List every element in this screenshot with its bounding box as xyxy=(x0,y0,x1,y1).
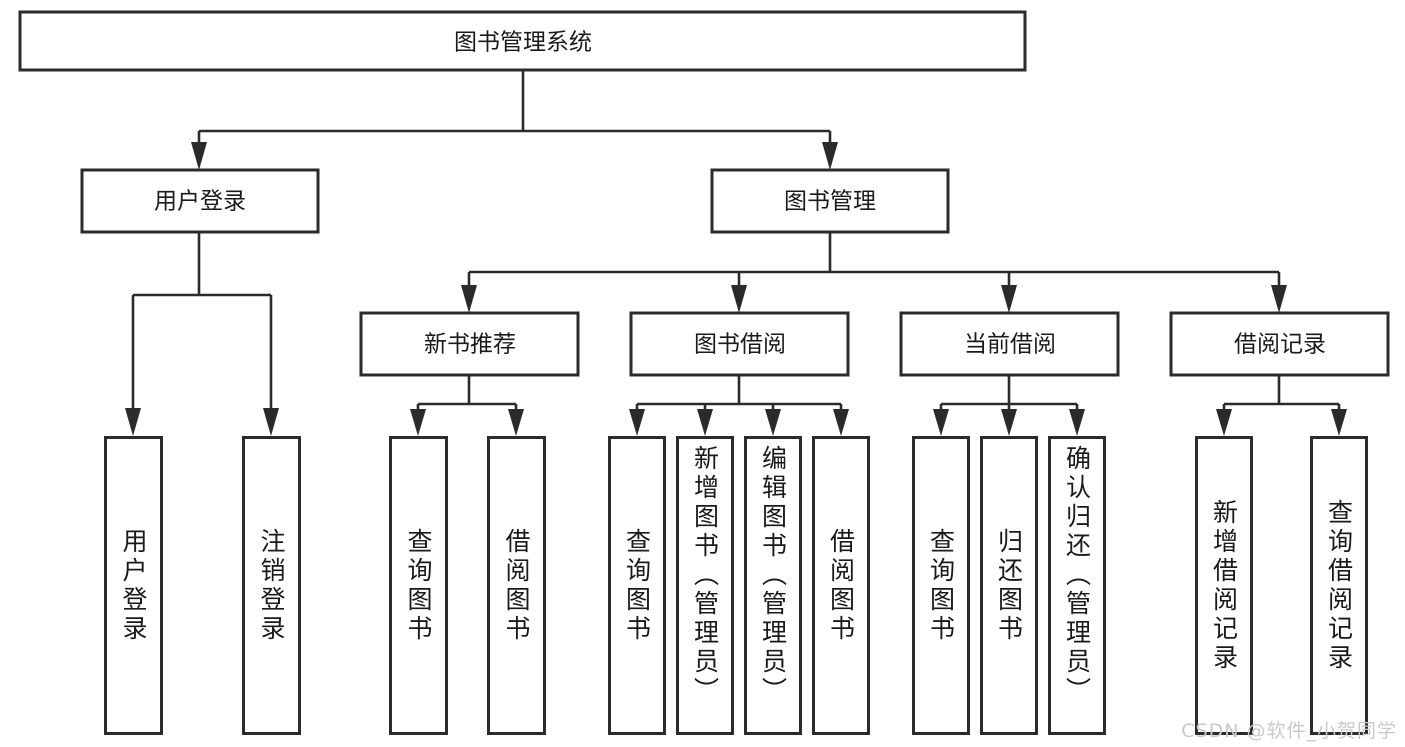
leaf-label: 查询图书 xyxy=(622,527,652,644)
node-book-borrow-label: 图书借阅 xyxy=(694,332,786,358)
edge-layer xyxy=(125,70,1347,436)
node-root-label: 图书管理系统 xyxy=(454,30,592,56)
leaf-label: 借阅图书 xyxy=(502,527,531,644)
arrow-head-icon xyxy=(191,142,207,170)
arrow-head-icon xyxy=(833,409,849,436)
arrow-head-icon xyxy=(933,409,949,436)
arrow-head-icon xyxy=(1271,285,1287,313)
node-book-management-label: 图书管理 xyxy=(784,189,876,215)
leaf-book-borrow-4[interactable]: 借阅图书 xyxy=(812,436,870,735)
arrow-head-icon xyxy=(1001,409,1017,436)
arrow-head-icon xyxy=(461,285,477,313)
arrow-head-icon xyxy=(697,409,713,436)
arrow-head-icon xyxy=(263,408,279,436)
leaf-label: 新增图书（管理员） xyxy=(690,445,720,706)
node-book-management-rect[interactable] xyxy=(710,168,950,234)
node-current-borrow[interactable]: 当前借阅 xyxy=(899,311,1120,377)
leaf-label: 查询借阅记录 xyxy=(1324,498,1354,673)
arrow-head-icon xyxy=(1001,285,1017,313)
node-user-login-rect[interactable] xyxy=(80,168,320,234)
node-user-login[interactable]: 用户登录 xyxy=(80,168,320,234)
node-root-rect[interactable] xyxy=(18,10,1027,72)
arrow-head-icon xyxy=(508,409,524,436)
arrow-head-icon xyxy=(1216,409,1232,436)
arrow-head-icon xyxy=(410,409,426,436)
arrow-head-icon xyxy=(629,409,645,436)
leaf-label: 查询图书 xyxy=(404,527,433,644)
leaf-label: 确认归还（管理员） xyxy=(1062,445,1092,706)
node-root[interactable]: 图书管理系统 xyxy=(18,10,1027,72)
node-borrow-record-label: 借阅记录 xyxy=(1234,332,1326,358)
leaf-borrow-record-2[interactable]: 查询借阅记录 xyxy=(1310,436,1368,735)
arrow-head-icon xyxy=(125,408,141,436)
leaf-label: 注销登录 xyxy=(257,527,286,644)
leaf-label: 用户登录 xyxy=(119,527,148,644)
node-book-borrow-rect[interactable] xyxy=(629,311,850,377)
arrow-head-icon xyxy=(1331,409,1347,436)
node-new-book-recommend-label: 新书推荐 xyxy=(424,332,516,358)
leaf-borrow-record-1[interactable]: 新增借阅记录 xyxy=(1195,436,1253,735)
node-current-borrow-label: 当前借阅 xyxy=(964,332,1056,358)
leaf-label: 编辑图书（管理员） xyxy=(758,445,788,706)
node-new-book-recommend[interactable]: 新书推荐 xyxy=(359,311,580,377)
node-new-book-recommend-rect[interactable] xyxy=(359,311,580,377)
node-book-borrow[interactable]: 图书借阅 xyxy=(629,311,850,377)
node-borrow-record-rect[interactable] xyxy=(1169,311,1390,377)
leaf-book-borrow-2[interactable]: 新增图书（管理员） xyxy=(676,436,734,735)
leaf-current-borrow-1[interactable]: 查询图书 xyxy=(912,436,970,735)
arrow-head-icon xyxy=(731,285,747,313)
node-borrow-record[interactable]: 借阅记录 xyxy=(1169,311,1390,377)
leaf-book-borrow-1[interactable]: 查询图书 xyxy=(608,436,666,735)
arrow-head-icon xyxy=(1069,409,1085,436)
node-current-borrow-rect[interactable] xyxy=(899,311,1120,377)
node-user-login-label: 用户登录 xyxy=(154,189,246,215)
leaf-label: 查询图书 xyxy=(926,527,956,644)
leaf-current-borrow-3[interactable]: 确认归还（管理员） xyxy=(1048,436,1106,735)
arrow-head-icon xyxy=(765,409,781,436)
leaf-book-borrow-3[interactable]: 编辑图书（管理员） xyxy=(744,436,802,735)
leaf-label: 新增借阅记录 xyxy=(1209,498,1239,673)
leaf-user-login-2[interactable]: 注销登录 xyxy=(242,436,301,735)
leaf-label: 借阅图书 xyxy=(826,527,856,644)
arrow-head-icon xyxy=(822,142,838,170)
node-book-management[interactable]: 图书管理 xyxy=(710,168,950,234)
leaf-new-book-1[interactable]: 查询图书 xyxy=(389,436,448,735)
leaf-user-login-1[interactable]: 用户登录 xyxy=(104,436,163,735)
leaf-current-borrow-2[interactable]: 归还图书 xyxy=(980,436,1038,735)
leaf-label: 归还图书 xyxy=(994,527,1024,644)
leaf-new-book-2[interactable]: 借阅图书 xyxy=(487,436,546,735)
